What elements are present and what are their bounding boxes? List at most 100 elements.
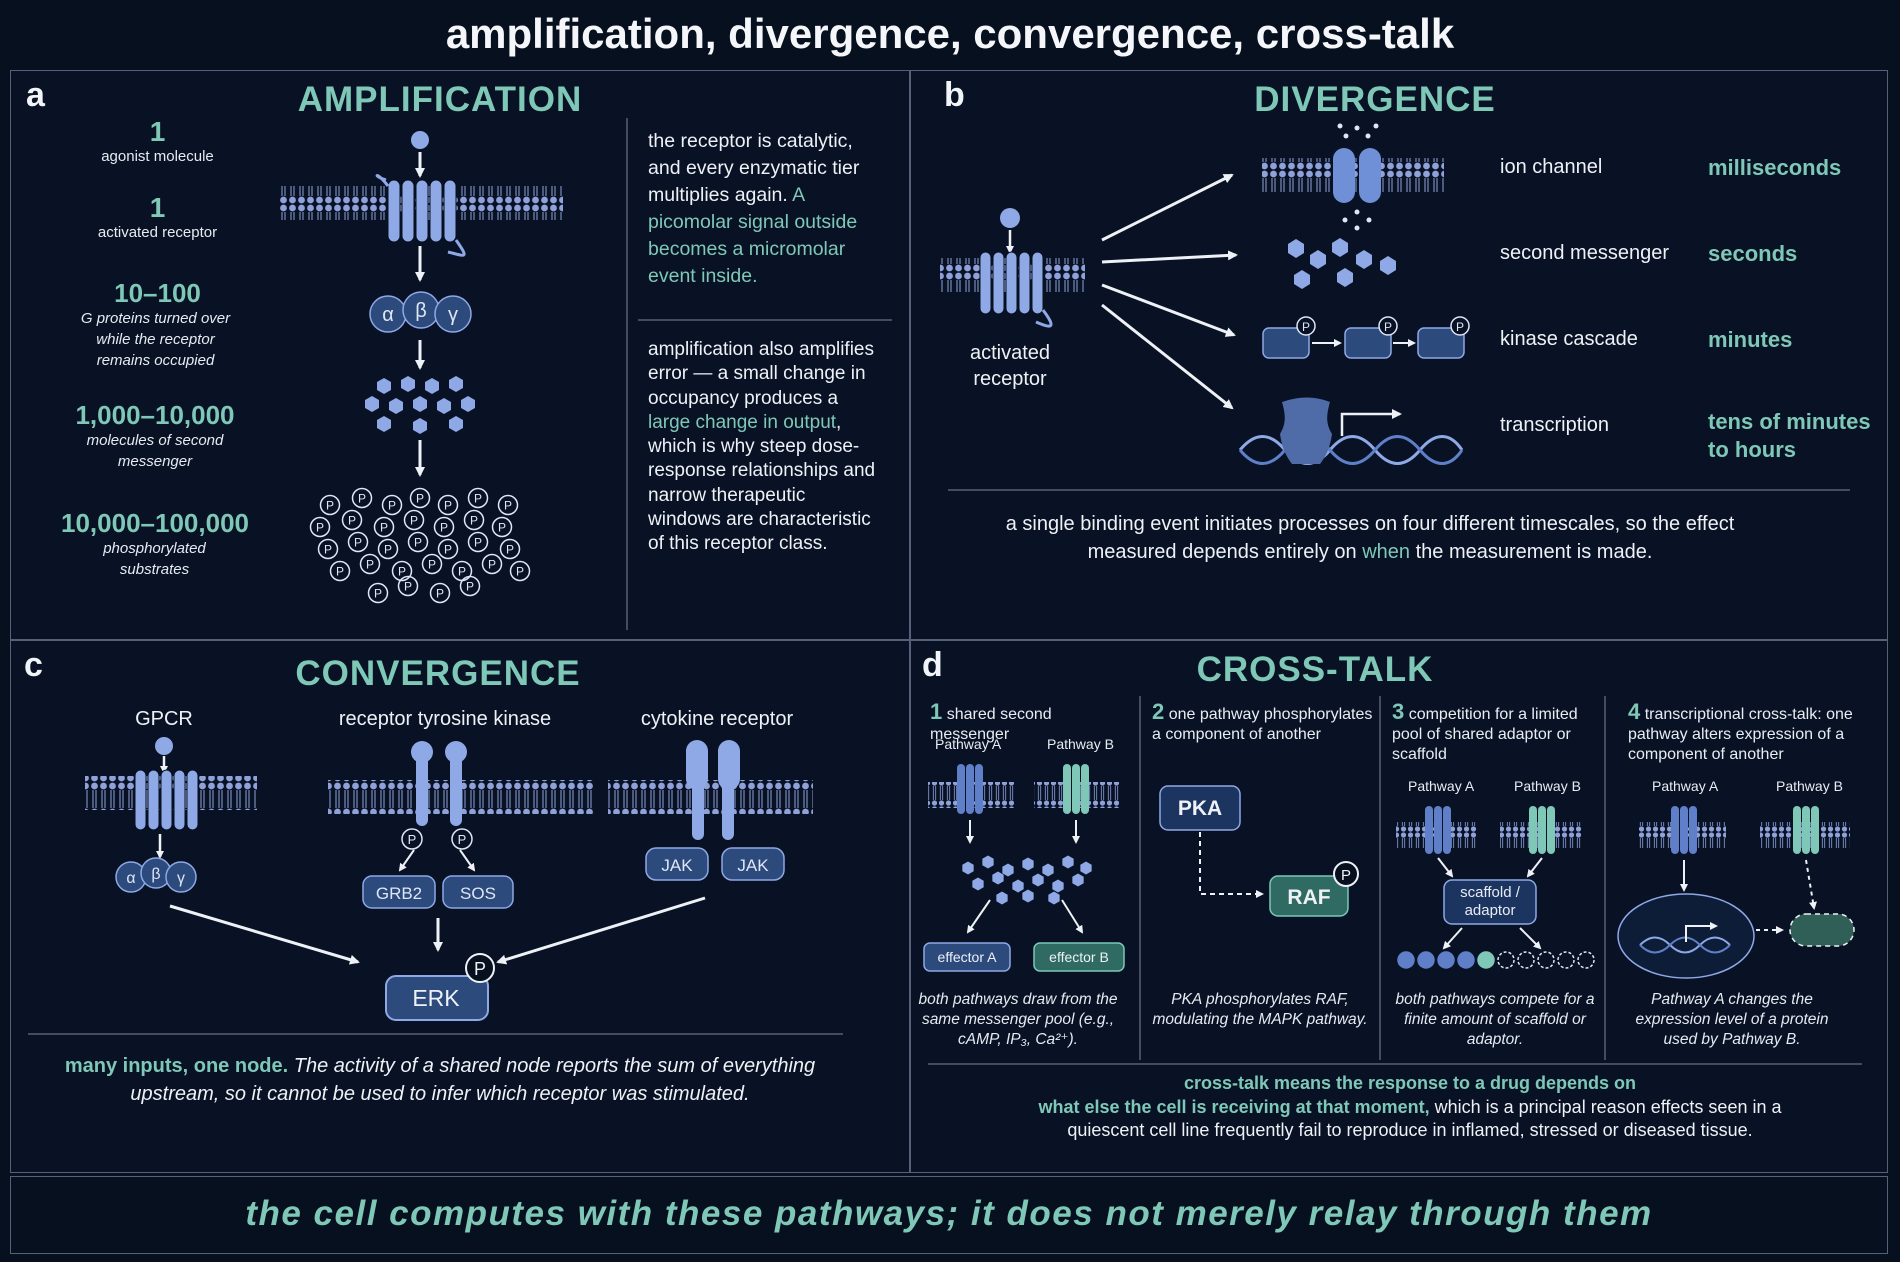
grb2-label: GRB2 bbox=[376, 884, 422, 903]
phospho-substrate-mark bbox=[481, 553, 503, 575]
messenger-hexagon bbox=[1042, 863, 1054, 877]
note-highlight: A picomolar signal outside becomes a mic… bbox=[648, 184, 858, 287]
phospho-mark: P bbox=[470, 514, 478, 528]
tier-count: 1 bbox=[149, 192, 166, 223]
phospho-mark: P bbox=[408, 832, 417, 847]
caption-highlight: cross-talk means the response to a drug … bbox=[1183, 1073, 1637, 1093]
phospho-substrate-mark bbox=[509, 560, 531, 582]
phospho-substrate-mark bbox=[499, 538, 521, 560]
amplification-note-1: the receptor is catalytic, and every enz… bbox=[648, 128, 888, 290]
mode-number: 2 bbox=[1152, 699, 1165, 724]
branch-timescale: tens of minutes to hours bbox=[1708, 409, 1871, 462]
phospho-substrate-mark bbox=[403, 509, 425, 531]
mode-number: 3 bbox=[1392, 699, 1405, 724]
phospho-substrate-mark bbox=[497, 494, 519, 516]
phospho-substrate-mark bbox=[381, 494, 403, 516]
phospho-mark: P bbox=[428, 558, 436, 572]
mode-title: competition for a limited pool of shared… bbox=[1392, 706, 1578, 763]
phospho-mark: P bbox=[354, 536, 362, 550]
phospho-mark: P bbox=[410, 514, 418, 528]
phospho-mark: P bbox=[440, 521, 448, 535]
mode-title: one pathway phosphorylates a component o… bbox=[1152, 706, 1373, 743]
tier-desc: molecules of second messenger bbox=[86, 432, 224, 470]
mode-3-header: 3 competition for a limited pool of shar… bbox=[1392, 699, 1602, 765]
phospho-mark: P bbox=[458, 565, 466, 579]
branch-timescale: milliseconds bbox=[1708, 155, 1842, 180]
phospho-substrate-mark bbox=[309, 516, 331, 538]
branch-name: transcription bbox=[1500, 414, 1609, 436]
page-title: amplification, divergence, convergence, … bbox=[445, 10, 1455, 57]
branch-name: second messenger bbox=[1500, 242, 1669, 264]
caption-text: The activity of a shared node reports th… bbox=[130, 1055, 816, 1105]
caption-text: which is a principal reason effects seen… bbox=[1067, 1096, 1782, 1141]
mode-2-header: 2 one pathway phosphorylates a component… bbox=[1152, 699, 1377, 745]
phospho-substrate-mark bbox=[351, 487, 373, 509]
phospho-mark: P bbox=[404, 580, 412, 594]
pathway-a-label: Pathway A bbox=[1408, 778, 1475, 794]
phospho-substrate-mark bbox=[437, 538, 459, 560]
phospho-mark: P bbox=[414, 536, 422, 550]
tier-count: 1 bbox=[149, 116, 166, 147]
g-beta-label: β bbox=[415, 300, 427, 322]
messenger-hexagon bbox=[1052, 879, 1064, 893]
branch-name: ion channel bbox=[1500, 156, 1603, 178]
tier-desc: agonist molecule bbox=[101, 148, 214, 165]
phospho-mark: P bbox=[1302, 320, 1310, 334]
panel-letter-b: b bbox=[944, 76, 965, 114]
phospho-mark: P bbox=[1341, 867, 1351, 884]
effector-a-label: effector A bbox=[938, 949, 998, 965]
phospho-mark: P bbox=[504, 499, 512, 513]
phospho-mark: P bbox=[444, 543, 452, 557]
caption-text: the measurement is made. bbox=[1415, 541, 1653, 563]
panel-amplification bbox=[10, 70, 910, 640]
messenger-hexagon bbox=[1002, 863, 1014, 877]
tier-desc: G proteins turned over while the recepto… bbox=[80, 310, 231, 369]
footer-text: the cell computes with these pathways; i… bbox=[245, 1194, 1653, 1233]
phospho-mark: P bbox=[388, 499, 396, 513]
tier-count: 10–100 bbox=[114, 278, 201, 308]
phospho-substrate-mark bbox=[329, 560, 351, 582]
convergence-heading: CONVERGENCE bbox=[295, 654, 581, 693]
second-messenger-hexagons bbox=[365, 376, 475, 434]
mode-4-header: 4 transcriptional cross-talk: one pathwa… bbox=[1628, 699, 1868, 765]
messenger-hexagon bbox=[1022, 857, 1034, 871]
amplification-heading: AMPLIFICATION bbox=[297, 80, 583, 119]
mode-1-caption: both pathways draw from the same messeng… bbox=[918, 991, 1118, 1048]
cross-talk-heading: CROSS-TALK bbox=[1196, 650, 1434, 689]
messenger-hexagon bbox=[1072, 873, 1084, 887]
messenger-hexagon bbox=[996, 891, 1008, 905]
mode-3-caption: both pathways compete for a finite amoun… bbox=[1395, 991, 1595, 1048]
messenger-hexagon bbox=[972, 877, 984, 891]
pathway-a-label: Pathway A bbox=[935, 736, 1002, 752]
phospho-substrate-mark bbox=[467, 487, 489, 509]
divergence-graphic: P P P bbox=[940, 123, 1850, 491]
convergence-caption: many inputs, one node. The activity of a… bbox=[60, 1052, 820, 1108]
phospho-mark: P bbox=[436, 587, 444, 601]
phospho-substrate-mark bbox=[459, 575, 481, 597]
g-alpha-label: α bbox=[126, 870, 135, 887]
cross-talk-caption: cross-talk means the response to a drug … bbox=[1000, 1072, 1820, 1143]
phospho-substrate-mark bbox=[433, 516, 455, 538]
messenger-hexagon bbox=[1012, 879, 1024, 893]
note-text: amplification also amplifies error — a s… bbox=[648, 339, 874, 409]
phospho-mark: P bbox=[474, 536, 482, 550]
dna-icon bbox=[1238, 397, 1464, 465]
divergence-heading: DIVERGENCE bbox=[1254, 80, 1496, 119]
phospho-substrate-mark bbox=[467, 531, 489, 553]
g-alpha-label: α bbox=[382, 304, 394, 326]
phospho-substrate-mark bbox=[407, 531, 429, 553]
phospho-substrate-mark bbox=[347, 531, 369, 553]
messenger-hexagon bbox=[1032, 873, 1044, 887]
mode-number: 4 bbox=[1628, 699, 1641, 724]
phospho-substrate-mark bbox=[421, 553, 443, 575]
phospho-mark: P bbox=[366, 558, 374, 572]
phospho-substrate-mark bbox=[491, 516, 513, 538]
g-gamma-label: γ bbox=[177, 870, 185, 887]
receptor-label-gpcr: GPCR bbox=[135, 708, 193, 730]
panel-letter-a: a bbox=[26, 76, 45, 114]
erk-node-label: ERK bbox=[412, 985, 460, 1011]
jak-label: JAK bbox=[661, 856, 693, 875]
divergence-caption: a single binding event initiates process… bbox=[990, 510, 1750, 566]
